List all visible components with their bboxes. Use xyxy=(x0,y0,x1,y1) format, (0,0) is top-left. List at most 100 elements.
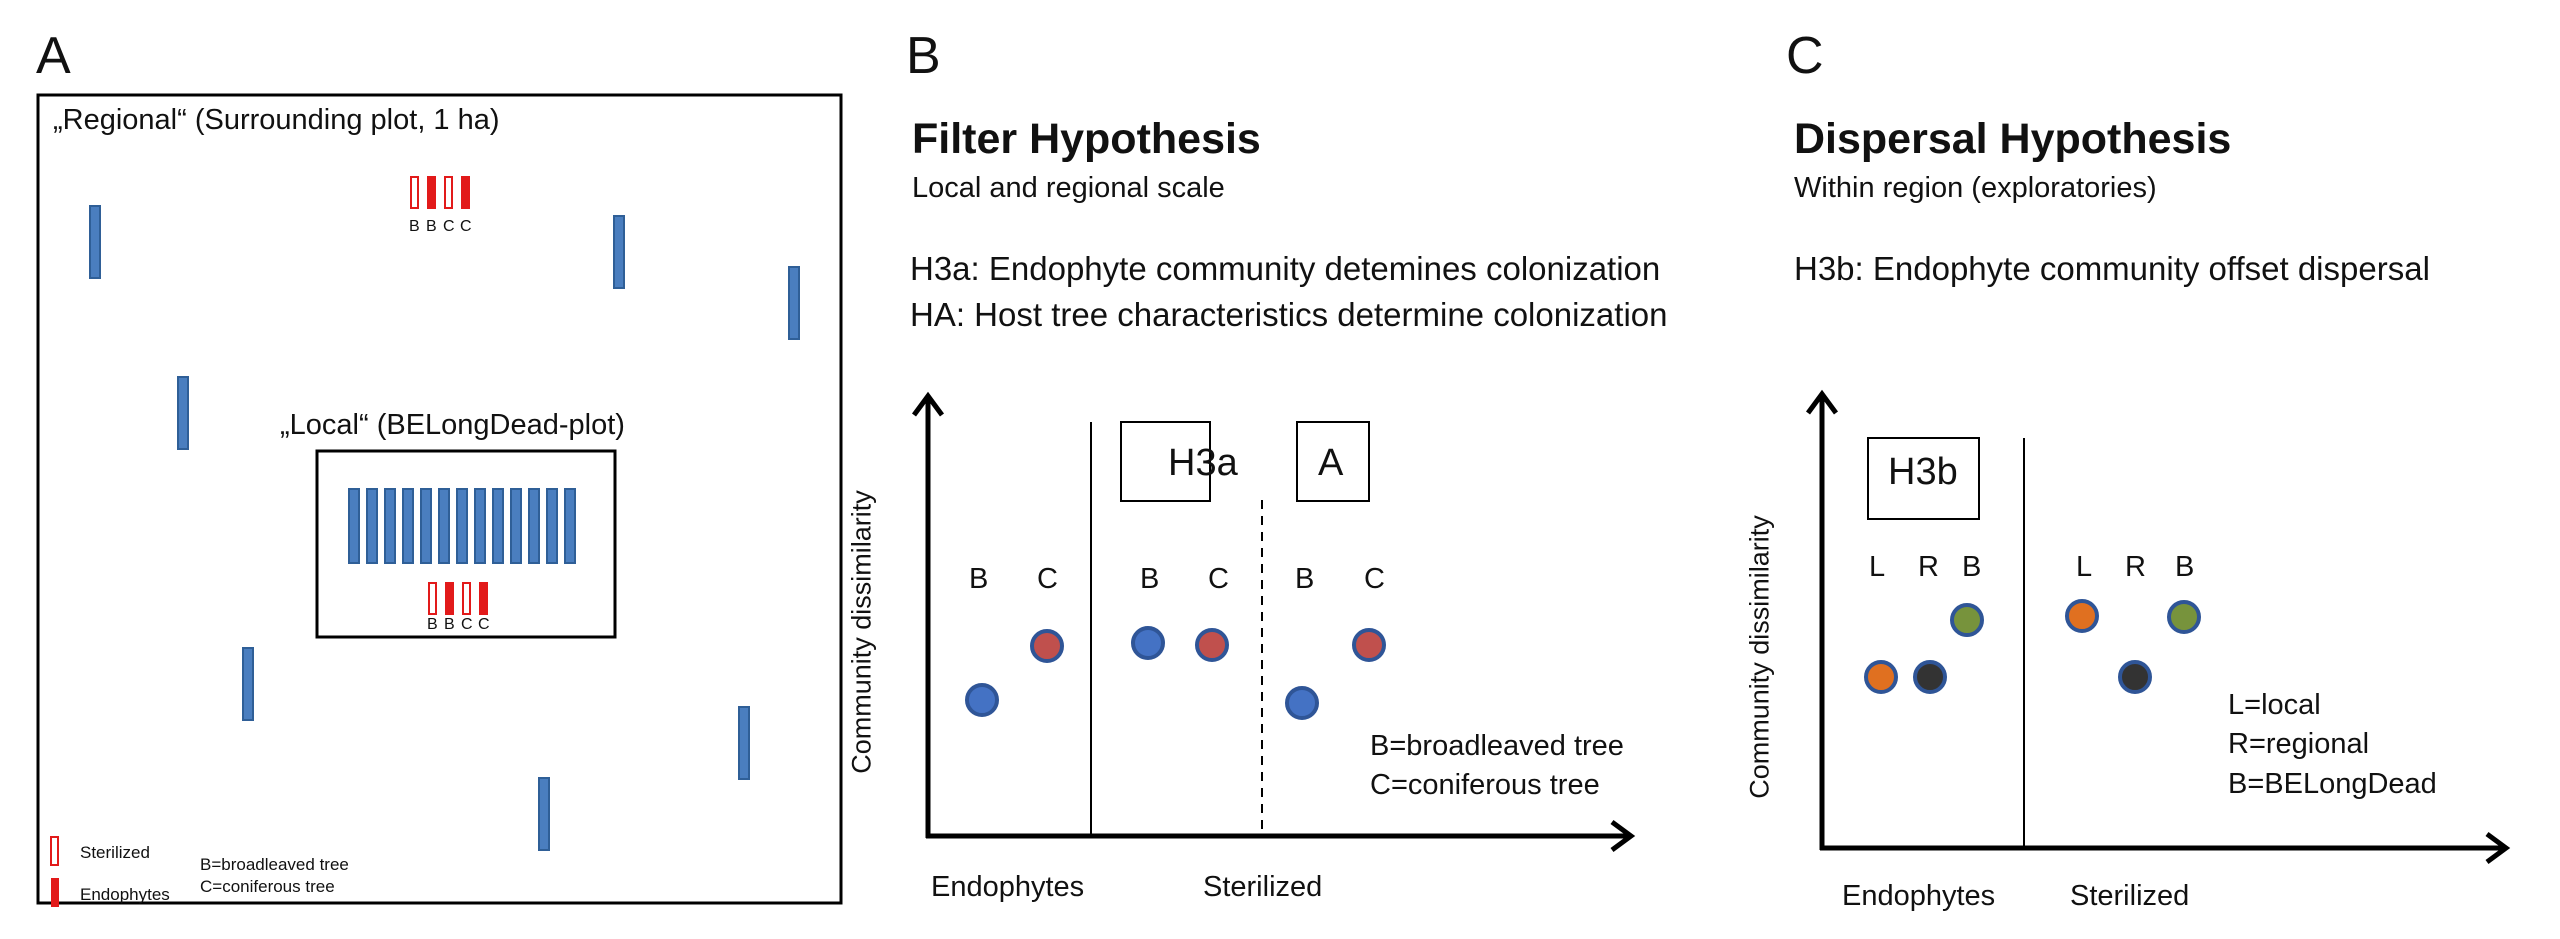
x-label-endophytes: Endophytes xyxy=(1842,880,1996,912)
panel-b-plot xyxy=(911,391,1636,853)
panel-c-letter: C xyxy=(1786,27,1824,85)
local-point xyxy=(1864,660,1898,694)
x-label-endophytes: Endophytes xyxy=(931,871,1085,903)
point-letter: B xyxy=(1140,563,1160,595)
legend-sterilized-symbol xyxy=(50,836,59,866)
legend-sterilized-label: Sterilized xyxy=(80,843,150,862)
h3b-box-label: H3b xyxy=(1888,451,1958,493)
local-log xyxy=(474,488,486,564)
local-red-cluster xyxy=(428,582,488,615)
legend-belongdead: B=BELongDead xyxy=(2228,768,2437,800)
h3a-box xyxy=(1120,421,1211,502)
local-log xyxy=(366,488,378,564)
broadleaved-point xyxy=(965,683,999,717)
sterilized-block xyxy=(428,582,437,615)
endophyte-block xyxy=(445,582,454,615)
ha-statement: HA: Host tree characteristics determine … xyxy=(910,296,1668,333)
panel-b-letter: B xyxy=(906,27,941,85)
local-log xyxy=(546,488,558,564)
regional-label: „Regional“ (Surrounding plot, 1 ha) xyxy=(53,104,500,136)
local-plot-frame xyxy=(315,449,617,639)
local-log xyxy=(384,488,396,564)
sterilized-block xyxy=(410,176,419,209)
local-log xyxy=(438,488,450,564)
point-letter: R xyxy=(1918,551,1939,583)
cluster-letter: C xyxy=(460,218,472,235)
regional-log xyxy=(177,376,189,450)
point-letter: C xyxy=(1037,563,1058,595)
regional-plot-frame xyxy=(36,93,843,905)
regional-log xyxy=(613,215,625,289)
local-label: „Local“ (BELongDead-plot) xyxy=(280,409,625,441)
h3a-statement: H3a: Endophyte community detemines colon… xyxy=(910,250,1661,287)
point-letter: B xyxy=(2175,551,2195,583)
legend-endophytes-label: Endophytes xyxy=(80,885,170,904)
point-letter: B xyxy=(1962,551,1982,583)
sterilized-block xyxy=(444,176,453,209)
local-log xyxy=(402,488,414,564)
cluster-letter: C xyxy=(478,616,490,633)
panel-c-plot xyxy=(1805,389,2511,865)
legend-coniferous: C=coniferous tree xyxy=(1370,769,1600,801)
point-letter: B xyxy=(1295,563,1315,595)
y-axis-arrow xyxy=(1805,389,1839,415)
belongdead-point xyxy=(1950,603,1984,637)
regional-log xyxy=(738,706,750,780)
cluster-letter: C xyxy=(461,616,473,633)
panel-b-y-label: Community dissimilarity xyxy=(846,490,877,774)
endophyte-block xyxy=(427,176,436,209)
legend-broadleaved-label: B=broadleaved tree xyxy=(200,855,349,874)
panel-a-letter: A xyxy=(36,27,71,85)
point-letter: R xyxy=(2125,551,2146,583)
endophyte-block xyxy=(479,582,488,615)
local-log-group xyxy=(348,488,576,564)
point-letter: L xyxy=(2076,551,2093,583)
regional-red-cluster xyxy=(410,176,470,209)
dispersal-hypothesis-subtitle: Within region (exploratories) xyxy=(1794,172,2157,204)
filter-hypothesis-subtitle: Local and regional scale xyxy=(912,172,1225,204)
legend-coniferous-label: C=coniferous tree xyxy=(200,877,335,896)
legend-regional: R=regional xyxy=(2228,728,2370,760)
broadleaved-point xyxy=(1285,686,1319,720)
local-log xyxy=(420,488,432,564)
cluster-letter: C xyxy=(443,218,455,235)
local-log xyxy=(456,488,468,564)
x-label-sterilized: Sterilized xyxy=(2070,880,2190,912)
coniferous-point xyxy=(1195,628,1229,662)
regional-log xyxy=(788,266,800,340)
coniferous-point xyxy=(1030,629,1064,663)
regional-point xyxy=(2118,660,2152,694)
dispersal-hypothesis-title: Dispersal Hypothesis xyxy=(1794,115,2232,163)
x-axis-arrow xyxy=(1610,819,1636,853)
local-log xyxy=(348,488,360,564)
point-letter: L xyxy=(1869,551,1886,583)
cluster-letter: B xyxy=(426,218,437,235)
legend-broadleaved: B=broadleaved tree xyxy=(1370,730,1624,762)
endophyte-block xyxy=(461,176,470,209)
filter-hypothesis-title: Filter Hypothesis xyxy=(912,115,1261,163)
h3b-box xyxy=(1867,437,1980,520)
point-letter: B xyxy=(969,563,989,595)
x-axis-arrow xyxy=(2485,831,2511,865)
local-log xyxy=(528,488,540,564)
local-log xyxy=(492,488,504,564)
y-axis-arrow xyxy=(911,391,945,417)
h3b-statement: H3b: Endophyte community offset dispersa… xyxy=(1794,250,2430,287)
cluster-letter: B xyxy=(409,218,420,235)
local-log xyxy=(510,488,522,564)
x-label-sterilized: Sterilized xyxy=(1203,871,1323,903)
regional-point xyxy=(1913,660,1947,694)
legend-endophyte-symbol xyxy=(51,878,59,907)
regional-log xyxy=(89,205,101,279)
cluster-letter: B xyxy=(444,616,455,633)
regional-log xyxy=(242,647,254,721)
panel-a-diagram xyxy=(36,93,843,907)
panel-c-y-label: Community dissimilarity xyxy=(1744,515,1775,799)
point-letter: C xyxy=(1208,563,1229,595)
regional-log xyxy=(538,777,550,851)
a-box xyxy=(1296,421,1370,502)
local-point xyxy=(2065,599,2099,633)
local-log xyxy=(564,488,576,564)
belongdead-point xyxy=(2167,600,2201,634)
h3a-box-label: H3a xyxy=(1168,442,1238,484)
